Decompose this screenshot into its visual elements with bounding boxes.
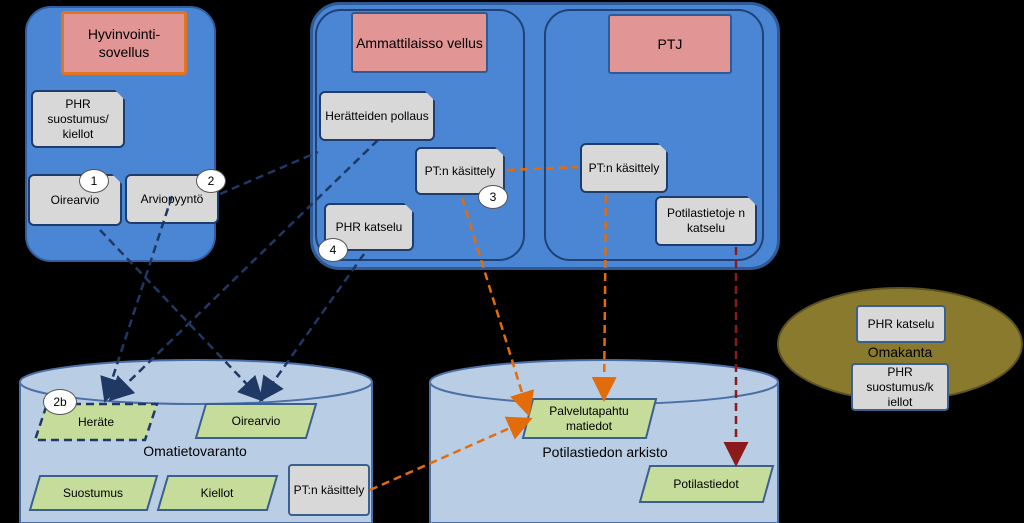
arrow-ptj-pt-to-palvelutapahtuma — [591, 194, 617, 402]
badge-2: 2 — [196, 169, 226, 193]
omatietovaranto-label: Omatietovaranto — [143, 443, 247, 459]
badge-4: 4 — [318, 238, 348, 262]
badge-3: 3 — [478, 185, 508, 209]
pt-kasittely-note-ptj: PT:n käsittely — [580, 143, 668, 193]
herate-label: Heräte — [77, 414, 115, 429]
kiellot-shape — [156, 475, 279, 511]
arrow-arviopyynto-to-pollaus — [219, 150, 319, 196]
oirearvio-shape — [194, 403, 318, 439]
potilastiedot-label: Potilastiedot — [673, 476, 739, 491]
phr-consent-note: PHR suostumus/ kiellot — [31, 90, 125, 148]
arrow-pt-to-pt — [506, 165, 579, 172]
arrow-oirearvio-to-db — [99, 229, 264, 402]
arrow-arviopyynto-to-herate — [100, 195, 174, 403]
badge-2b: 2b — [43, 389, 77, 415]
arrow-phr-katselu-to-oirearvio — [259, 253, 366, 403]
kiellot-label: Kiellot — [200, 485, 234, 500]
potilastietojen-katselu-note: Potilastietoje n katselu — [655, 196, 757, 246]
palvelutapahtuma-label: Palvelutapahtu matiedot — [549, 403, 629, 433]
suostumus-shape — [28, 475, 159, 511]
omakanta-phr-katselu: PHR katselu — [856, 305, 946, 343]
suostumus-label: Suostumus — [62, 485, 124, 500]
badge-1: 1 — [79, 169, 109, 193]
oirearvio-db-label: Oirearvio — [231, 413, 281, 428]
hyvinvointi-title: Hyvinvointi-sovellus — [61, 11, 187, 75]
arrow-db-pt-to-palvelutapahtuma — [369, 416, 533, 492]
ammattilaisso-title: Ammattilaisso vellus — [351, 12, 488, 73]
arrow-pollaus-to-herate — [108, 139, 379, 402]
omakanta-label: Omakanta — [867, 344, 933, 360]
omakanta-phr-consent: PHR suostumus/k iellot — [851, 363, 949, 411]
arrow-pt-to-palvelutapahtuma — [460, 197, 535, 417]
ptj-title: PTJ — [608, 14, 732, 74]
pt-kasittely-db-box: PT:n käsittely — [288, 464, 370, 516]
arkisto-label: Potilastiedon arkisto — [542, 444, 668, 460]
